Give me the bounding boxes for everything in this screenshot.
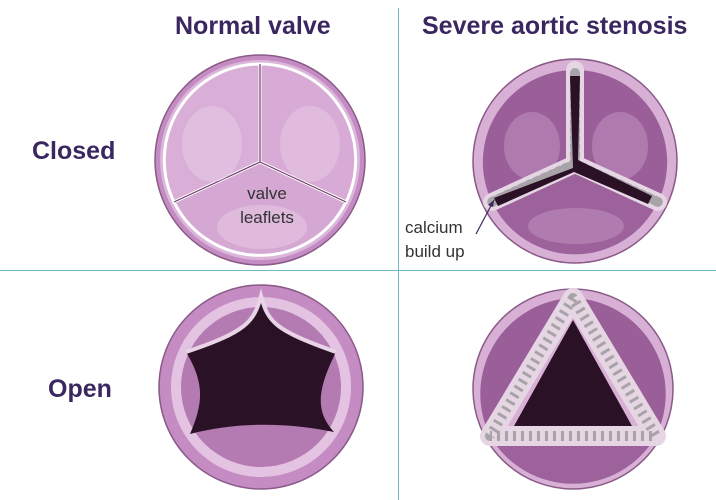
column-heading-stenosis: Severe aortic stenosis [422,12,687,41]
column-heading-normal: Normal valve [175,12,331,41]
valve-leaflets-line1: valve [232,182,302,206]
valve-leaflets-line2: leaflets [232,206,302,230]
valve-leaflets-label: valve leaflets [232,182,302,230]
vertical-divider [398,8,399,500]
normal-valve-closed [152,52,368,268]
row-heading-open: Open [48,375,112,404]
horizontal-divider [0,270,716,271]
stenosis-valve-open [470,286,676,492]
calcium-label: calcium build up [405,216,465,264]
row-heading-closed: Closed [32,137,115,166]
calcium-line1: calcium [405,216,465,240]
calcium-pointer-line [474,196,498,236]
stenosis-valve-closed [470,56,680,266]
normal-valve-open [156,282,366,492]
calcium-line2: build up [405,240,465,264]
